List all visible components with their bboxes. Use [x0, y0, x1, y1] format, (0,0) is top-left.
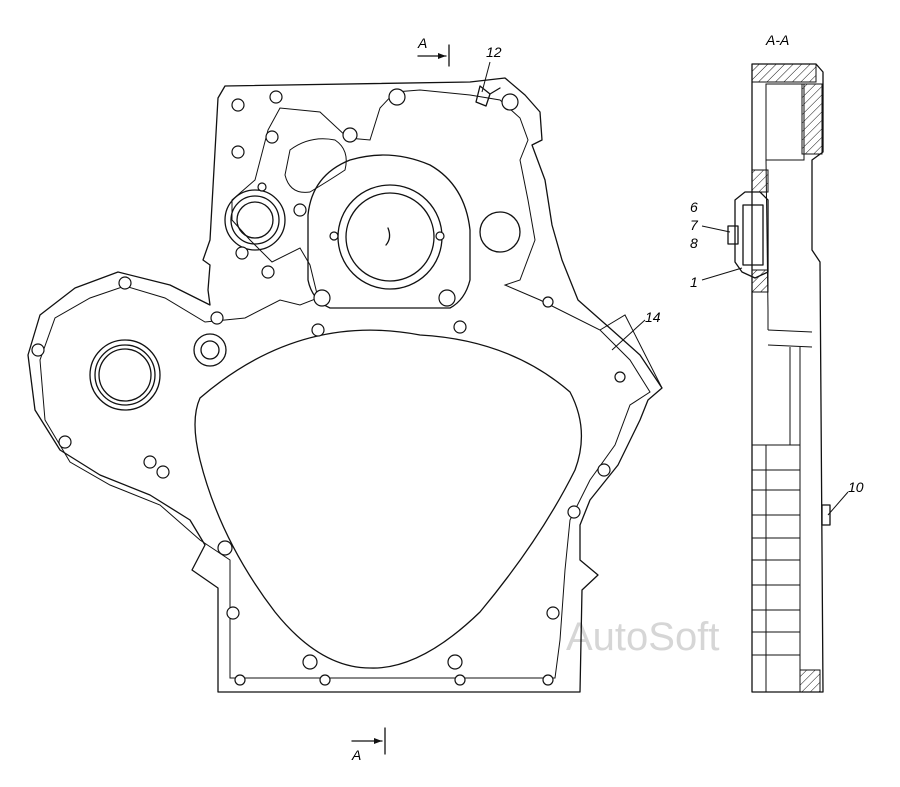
seal-assembly	[734, 191, 769, 279]
section-title: A-A	[765, 32, 789, 48]
callout-6: 6	[690, 199, 698, 215]
section-outline	[751, 63, 824, 693]
callout-14: 14	[645, 309, 661, 325]
gasket-contour	[39, 89, 651, 679]
left-bore-outer	[224, 189, 286, 251]
section-mark-bottom: A	[351, 727, 386, 763]
callouts: 12 14 6 7 8 1 10	[481, 44, 864, 516]
small-boss	[193, 333, 227, 367]
pump-boss	[307, 154, 471, 309]
section-view: A-A	[727, 32, 831, 693]
fitting-12	[475, 85, 501, 107]
section-mark-top: A	[417, 35, 450, 67]
bolt-holes	[31, 88, 626, 686]
central-opening	[194, 329, 583, 669]
stud-10	[821, 504, 831, 526]
crank-seal-outer	[89, 339, 161, 411]
watermark: AutoSoft	[566, 615, 719, 659]
callout-7: 7	[690, 217, 699, 233]
housing-front-view	[27, 77, 663, 693]
callout-1: 1	[690, 274, 698, 290]
housing-outline	[27, 77, 663, 693]
callout-8: 8	[690, 235, 698, 251]
pump-bore-inner	[345, 192, 435, 282]
section-letter-top: A	[417, 35, 427, 51]
section-ribs	[752, 444, 801, 692]
callout-10: 10	[848, 479, 864, 495]
callout-12: 12	[486, 44, 502, 60]
left-window	[284, 138, 347, 193]
section-letter-bottom: A	[351, 747, 361, 763]
